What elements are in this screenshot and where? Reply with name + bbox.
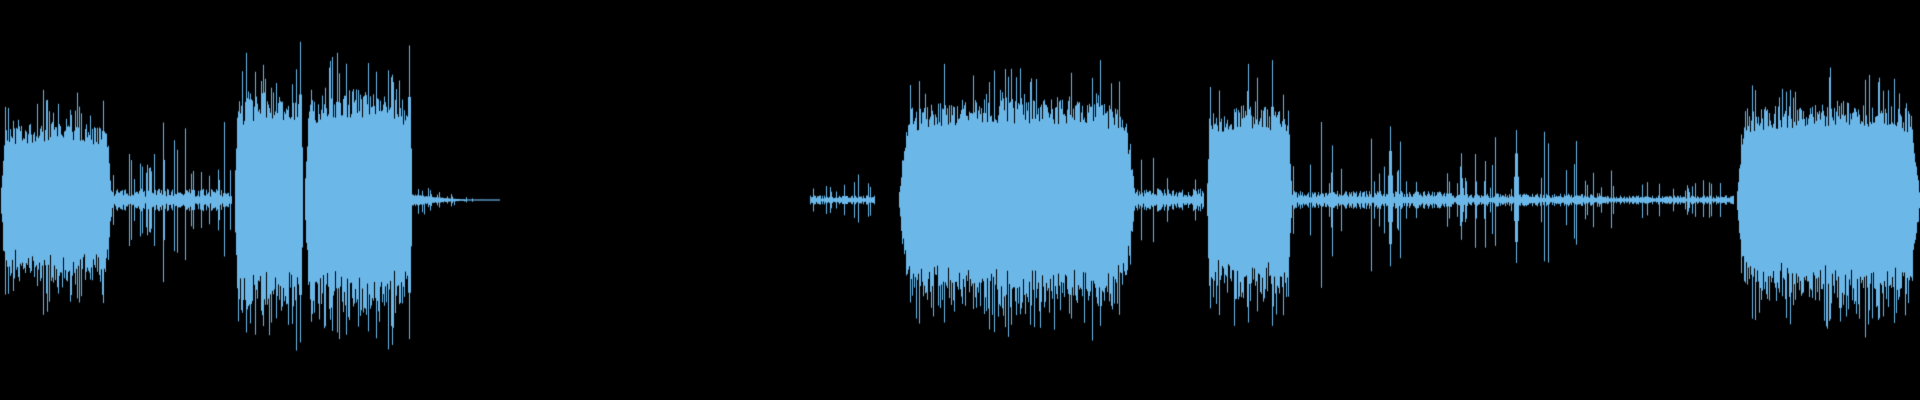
audio-waveform-viewer[interactable] (0, 0, 1920, 400)
waveform-canvas[interactable] (0, 0, 1920, 400)
